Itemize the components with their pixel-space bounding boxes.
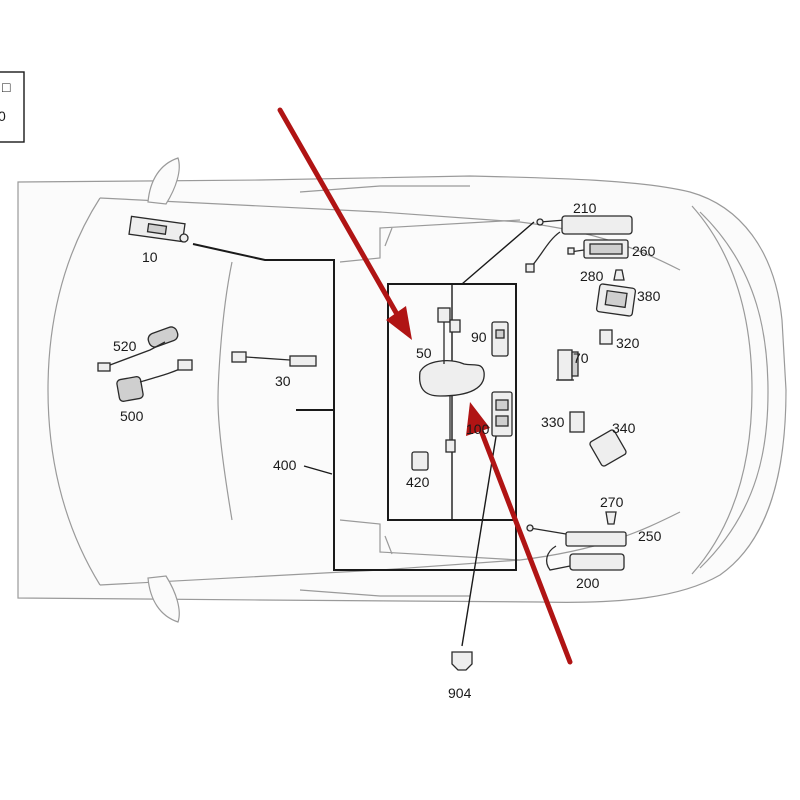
part-210 bbox=[525, 215, 633, 273]
legend-box: □ 0 bbox=[0, 71, 25, 143]
label-280: 280 bbox=[580, 268, 604, 284]
part-330 bbox=[569, 411, 585, 433]
label-250: 250 bbox=[638, 528, 662, 544]
label-500: 500 bbox=[120, 408, 144, 424]
part-30 bbox=[231, 351, 317, 367]
label-520: 520 bbox=[113, 338, 137, 354]
legend-glyph: □ bbox=[2, 79, 11, 95]
label-90: 90 bbox=[471, 329, 487, 345]
part-280 bbox=[613, 269, 625, 281]
part-320 bbox=[599, 329, 613, 345]
label-260: 260 bbox=[632, 243, 656, 259]
label-904: 904 bbox=[448, 685, 472, 701]
label-320: 320 bbox=[616, 335, 640, 351]
part-500 bbox=[116, 359, 193, 402]
label-10: 10 bbox=[142, 249, 158, 265]
label-380: 380 bbox=[637, 288, 661, 304]
label-210: 210 bbox=[573, 200, 597, 216]
label-200: 200 bbox=[576, 575, 600, 591]
red-arrow-lower bbox=[466, 402, 573, 665]
part-50 bbox=[418, 307, 485, 453]
part-420 bbox=[411, 451, 429, 471]
part-270 bbox=[605, 511, 617, 525]
red-arrow-upper bbox=[277, 107, 412, 340]
car-outline bbox=[17, 157, 787, 623]
part-520 bbox=[97, 326, 179, 372]
part-200 bbox=[545, 545, 625, 571]
label-270: 270 bbox=[600, 494, 624, 510]
part-904 bbox=[451, 651, 473, 671]
label-70: 70 bbox=[573, 350, 589, 366]
part-260 bbox=[567, 239, 629, 259]
part-100 bbox=[491, 391, 513, 437]
legend-text: 0 bbox=[0, 108, 6, 124]
part-70 bbox=[556, 349, 579, 381]
label-330: 330 bbox=[541, 414, 565, 430]
label-30: 30 bbox=[275, 373, 291, 389]
label-50: 50 bbox=[416, 345, 432, 361]
label-420: 420 bbox=[406, 474, 430, 490]
part-10 bbox=[128, 215, 189, 243]
part-90 bbox=[491, 321, 509, 357]
part-labels: 10 520 500 30 400 50 90 100 420 210 260 … bbox=[113, 200, 662, 701]
part-380 bbox=[595, 283, 637, 317]
label-340: 340 bbox=[612, 420, 636, 436]
part-340 bbox=[589, 429, 627, 467]
frame-lines bbox=[192, 221, 535, 647]
part-250 bbox=[526, 524, 627, 547]
label-400: 400 bbox=[273, 457, 297, 473]
label-100: 100 bbox=[466, 421, 490, 437]
